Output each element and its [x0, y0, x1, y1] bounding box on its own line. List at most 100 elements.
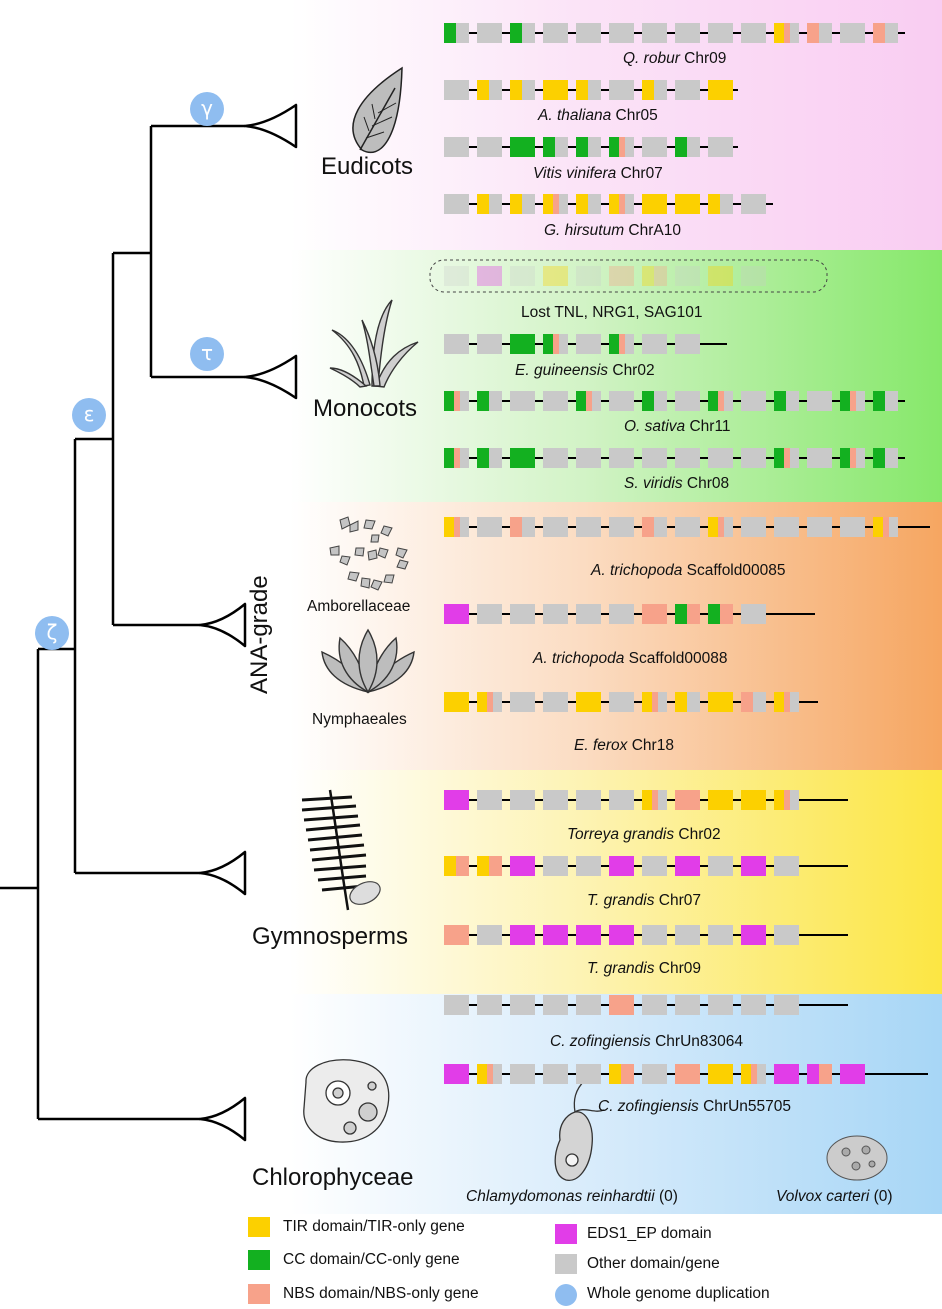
gene-block: [510, 80, 535, 100]
gene-block: [543, 1064, 568, 1084]
domain-tir: [477, 856, 489, 876]
domain-other: [609, 448, 634, 468]
domain-other: [576, 266, 601, 286]
gene-block: [774, 391, 799, 411]
domain-eds1: [444, 790, 469, 810]
gene-block: [708, 448, 733, 468]
gene-block: [774, 790, 799, 810]
chromosome-name: Chr09: [654, 960, 702, 977]
domain-other: [609, 517, 634, 537]
domain-other: [840, 517, 865, 537]
gene-track-11: [444, 692, 818, 712]
domain-other: [477, 925, 502, 945]
gene-block: [444, 604, 469, 624]
gene-block: [609, 194, 634, 214]
gene-block: [609, 334, 634, 354]
gene-block: [576, 194, 601, 214]
gene-track-3: [444, 137, 738, 157]
domain-eds1: [444, 1064, 469, 1084]
domain-tir: [675, 194, 700, 214]
species-name: Vitis vinifera: [533, 165, 617, 182]
gene-block: [642, 266, 667, 286]
track-label: A. trichopoda Scaffold00088: [533, 651, 727, 667]
gene-block: [642, 856, 667, 876]
gene-block: [873, 391, 898, 411]
domain-cc: [642, 391, 654, 411]
gene-block: [873, 448, 898, 468]
gene-block: [741, 995, 766, 1015]
domain-nbs: [819, 1064, 832, 1084]
domain-other: [757, 1064, 766, 1084]
clade-label-chlorophyceae: Chlorophyceae: [252, 1164, 414, 1191]
gene-block: [708, 80, 733, 100]
gene-block: [708, 692, 733, 712]
gene-block: [510, 391, 535, 411]
chromosome-name: Chr09: [679, 50, 727, 67]
domain-nbs: [687, 604, 700, 624]
gene-block: [642, 604, 667, 624]
domain-other: [543, 1064, 568, 1084]
domain-tir: [708, 692, 733, 712]
domain-other: [489, 391, 502, 411]
species-name: S. viridis: [624, 475, 683, 492]
gene-block: [840, 448, 865, 468]
domain-other: [522, 80, 535, 100]
gene-block: [774, 23, 799, 43]
domain-tir: [444, 692, 469, 712]
domain-other: [720, 194, 733, 214]
gene-block: [675, 23, 700, 43]
gene-track-2: [444, 80, 738, 100]
domain-other: [510, 391, 535, 411]
lotus-icon: [321, 628, 415, 694]
domain-other: [741, 194, 766, 214]
domain-other: [642, 925, 667, 945]
volvox-label: Volvox carteri (0): [776, 1188, 893, 1205]
domain-other: [588, 137, 601, 157]
gene-block: [444, 692, 469, 712]
species-name: A. thaliana: [538, 107, 612, 124]
band-chlorophyceae: [290, 994, 942, 1214]
domain-other: [510, 790, 535, 810]
gene-track-14: [444, 925, 848, 945]
gene-block: [477, 266, 502, 286]
gene-block: [708, 790, 733, 810]
domain-other: [543, 692, 568, 712]
domain-other: [675, 80, 700, 100]
gene-block: [774, 1064, 799, 1084]
domain-other: [675, 517, 700, 537]
domain-cc: [510, 23, 522, 43]
gene-block: [609, 925, 634, 945]
gene-block: [444, 194, 469, 214]
gene-block: [543, 692, 568, 712]
domain-other: [477, 604, 502, 624]
domain-other: [642, 1064, 667, 1084]
domain-other: [741, 604, 766, 624]
domain-other: [741, 266, 766, 286]
gene-block: [444, 334, 469, 354]
domain-other: [642, 448, 667, 468]
gene-block: [774, 692, 799, 712]
clade-label-amborellaceae: Amborellaceae: [307, 598, 411, 615]
domain-other: [489, 194, 502, 214]
domain-other: [625, 194, 634, 214]
gene-block: [543, 790, 568, 810]
gene-block: [642, 790, 667, 810]
domain-cc: [675, 604, 687, 624]
domain-other: [708, 995, 733, 1015]
domain-nbs: [720, 604, 733, 624]
domain-other: [510, 604, 535, 624]
domain-other: [790, 692, 799, 712]
domain-cc: [774, 448, 784, 468]
domain-tir: [477, 692, 487, 712]
gene-block: [642, 137, 667, 157]
gene-block: [444, 925, 469, 945]
gene-block: [444, 856, 469, 876]
domain-tir: [609, 194, 619, 214]
gene-block: [444, 23, 469, 43]
track-label: T. grandis Chr07: [587, 893, 701, 909]
gene-block: [708, 194, 733, 214]
gene-track-6: [444, 334, 727, 354]
domain-other: [819, 23, 832, 43]
gene-block: [609, 692, 634, 712]
domain-other: [460, 391, 469, 411]
